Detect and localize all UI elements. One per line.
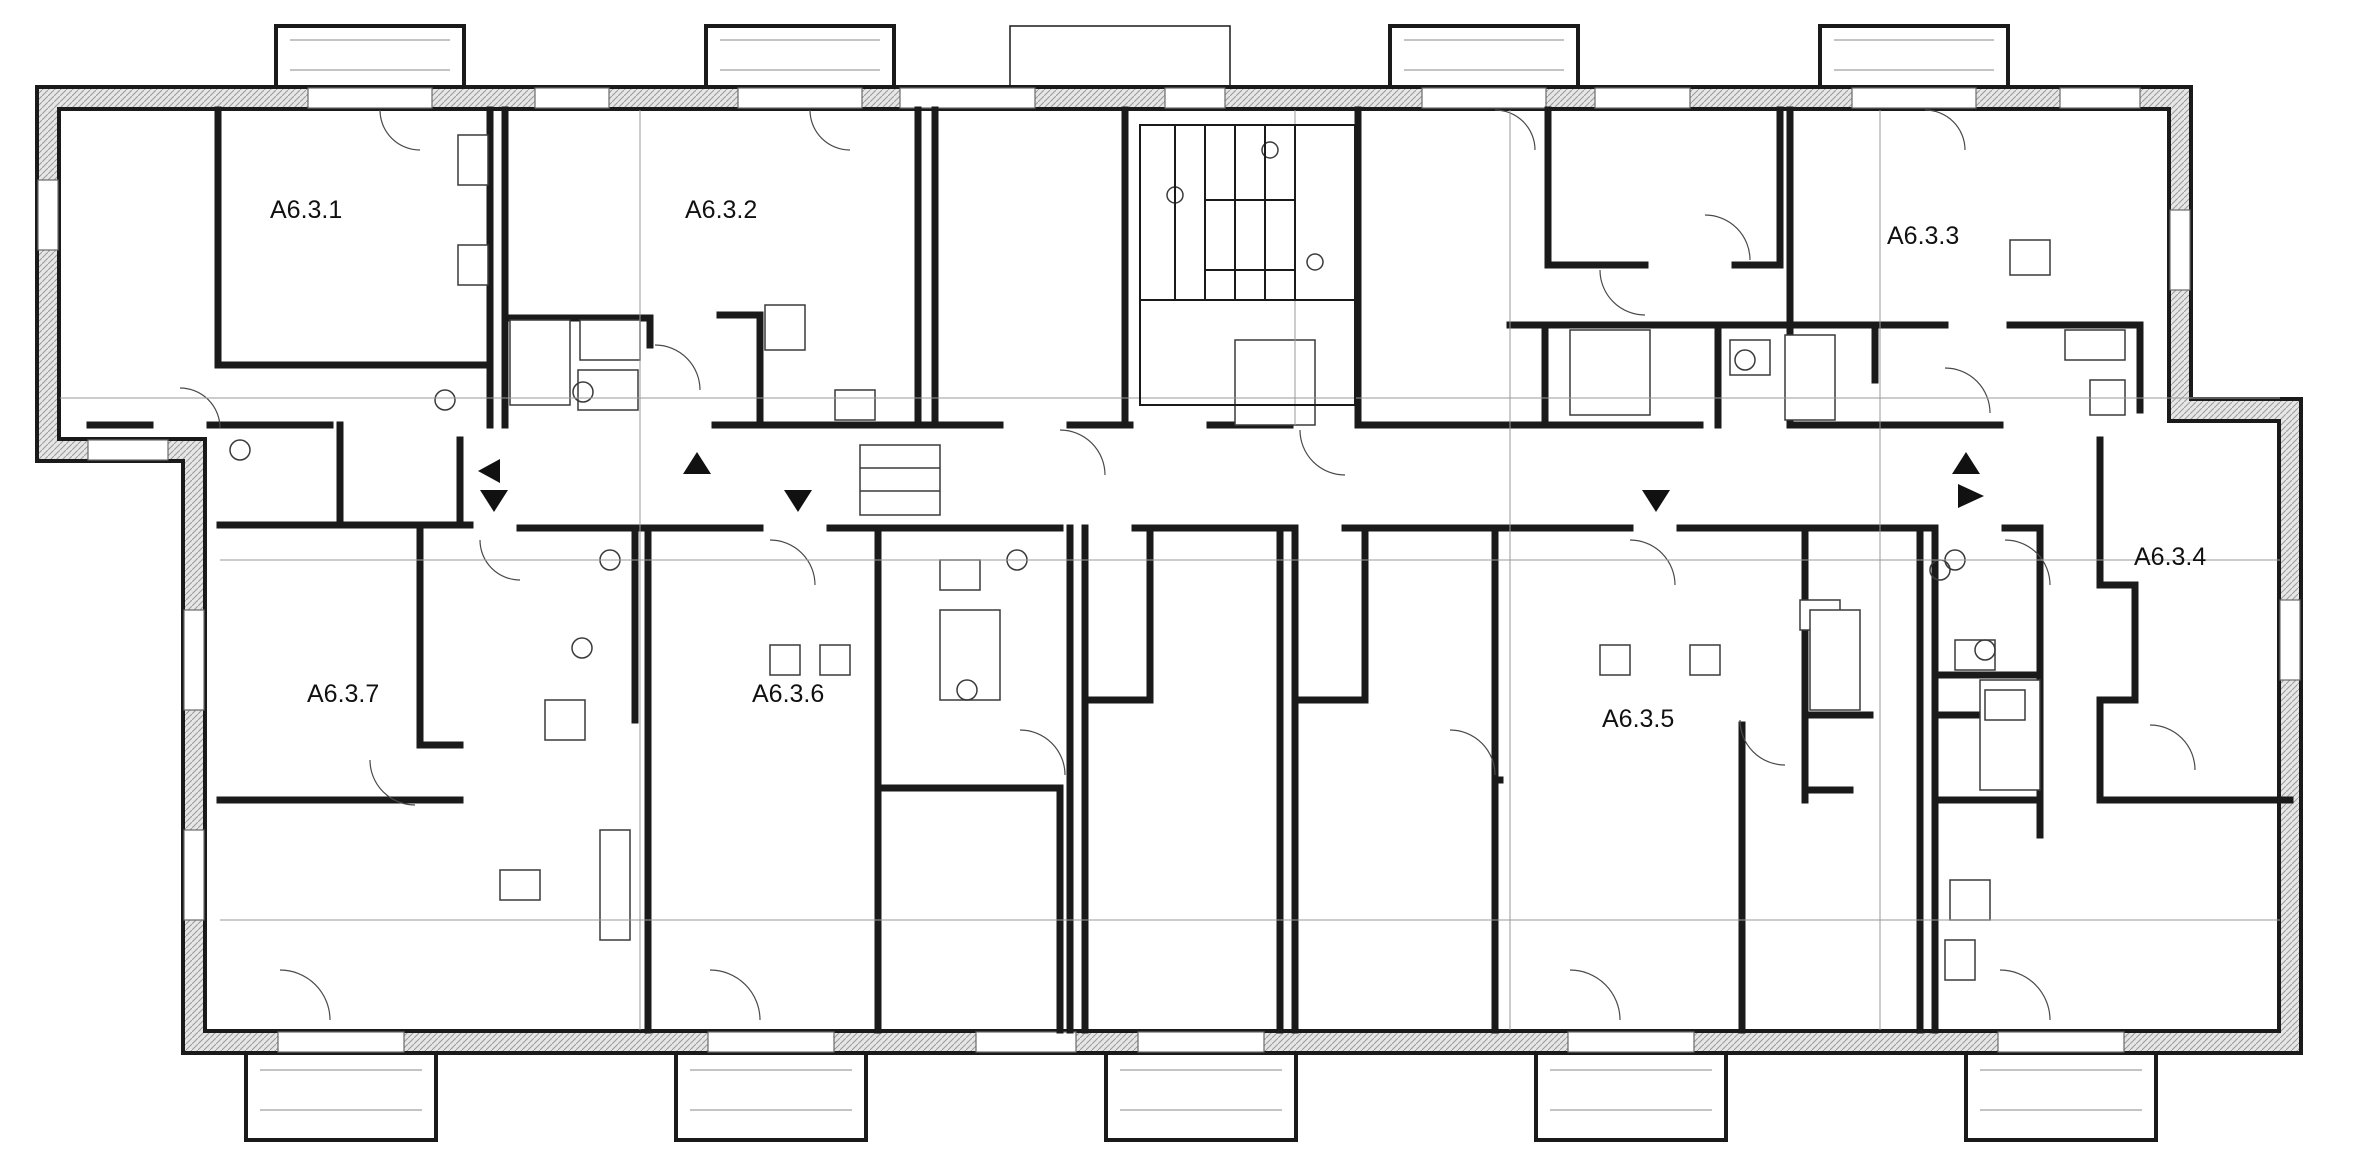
unit-label-a6-3-3: A6.3.3 (1887, 222, 1960, 250)
stair-core (1139, 124, 1356, 406)
entry-arrow-a6-3-6 (784, 490, 812, 512)
corridor-vent (859, 444, 941, 516)
door-swings (179, 109, 2196, 1021)
entry-arrow-a6-3-7 (480, 490, 508, 512)
entry-arrow-a6-3-3 (1952, 452, 1980, 474)
unit-label-a6-3-6: A6.3.6 (752, 680, 825, 708)
fixtures (457, 134, 2126, 981)
unit-label-a6-3-4: A6.3.4 (2134, 543, 2207, 571)
sanitary-circles (229, 141, 1996, 701)
unit-label-a6-3-1: A6.3.1 (270, 196, 343, 224)
unit-label-a6-3-5: A6.3.5 (1602, 705, 1675, 733)
unit-label-a6-3-7: A6.3.7 (307, 680, 380, 708)
entry-markers (478, 452, 1984, 512)
balcony-railings-bottom (260, 1069, 2142, 1111)
construction-lines (60, 110, 2280, 1030)
balcony-railings-top (290, 39, 1994, 71)
unit-label-a6-3-2: A6.3.2 (685, 196, 758, 224)
interior-walls (86, 106, 2294, 1034)
entry-arrow-a6-3-4 (1958, 484, 1984, 508)
entry-arrow-a6-3-2 (683, 452, 711, 474)
entry-arrow-a6-3-1 (478, 459, 500, 483)
window-openings (37, 87, 2301, 1053)
entry-arrow-a6-3-5 (1642, 490, 1670, 512)
